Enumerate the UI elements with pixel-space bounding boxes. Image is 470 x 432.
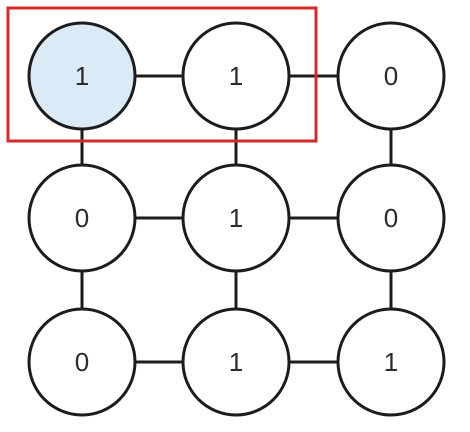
grid-node-r1-c1: 1 [181, 163, 291, 273]
node-value: 1 [229, 203, 243, 233]
node-circle [181, 163, 291, 273]
node-value: 0 [75, 347, 89, 377]
node-value: 1 [229, 61, 243, 91]
grid-node-r2-c0: 0 [27, 307, 137, 417]
node-value: 0 [384, 203, 398, 233]
grid-node-r1-c2: 0 [336, 163, 446, 273]
node-circle [181, 21, 291, 131]
node-circle [27, 163, 137, 273]
grid-node-r0-c0: 1 [27, 21, 137, 131]
highlight-box [6, 6, 318, 143]
node-circle [336, 21, 446, 131]
node-circle [336, 163, 446, 273]
node-circle [27, 307, 137, 417]
edges [80, 74, 393, 364]
node-circle [181, 307, 291, 417]
nodes: 1 1 0 0 1 0 0 1 1 [27, 21, 446, 417]
grid-node-r2-c1: 1 [181, 307, 291, 417]
node-value: 0 [75, 203, 89, 233]
node-value: 0 [384, 61, 398, 91]
node-value: 1 [229, 347, 243, 377]
grid-node-r0-c1: 1 [181, 21, 291, 131]
grid-node-r0-c2: 0 [336, 21, 446, 131]
node-value: 1 [384, 347, 398, 377]
grid-node-r2-c2: 1 [336, 307, 446, 417]
node-circle [27, 21, 137, 131]
grid-node-r1-c0: 0 [27, 163, 137, 273]
node-circle [336, 307, 446, 417]
node-value: 1 [75, 61, 89, 91]
